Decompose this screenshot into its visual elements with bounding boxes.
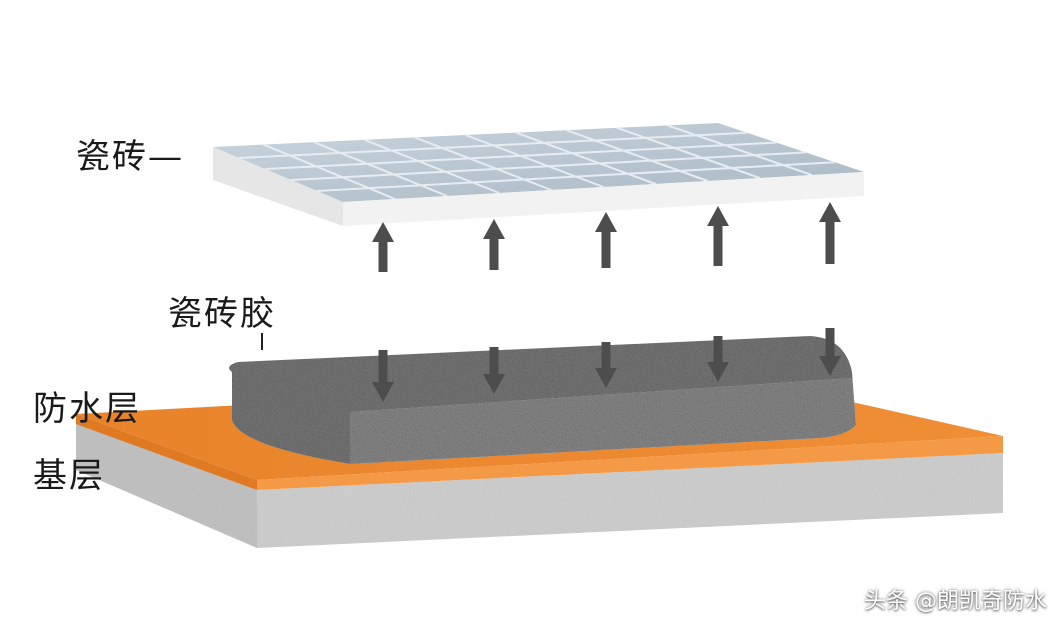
arrow-down-icon-shape: [595, 342, 617, 388]
arrow-down-icon: [483, 347, 505, 394]
waterproof-left-edge: [76, 414, 257, 490]
arrow-down-icon: [372, 350, 394, 402]
waterproof-front-edge: [257, 436, 1003, 490]
arrow-down-icon-shape: [819, 328, 841, 376]
arrow-down-icon: [595, 342, 617, 388]
arrows-down-group: [372, 328, 841, 402]
tile-front-face: [343, 172, 864, 226]
tile-grout-line: [667, 124, 813, 176]
tile-grout-line: [316, 161, 835, 192]
arrow-up-icon-shape: [707, 206, 729, 266]
tile: [213, 123, 864, 226]
arrow-up-icon-shape: [595, 212, 617, 268]
tile-grout-line: [290, 151, 806, 181]
arrow-down-icon: [819, 328, 841, 376]
label-waterproof: 防水层: [33, 389, 141, 429]
adhesive-front-face: [350, 378, 856, 464]
base-front-face: [257, 453, 1003, 548]
arrow-up-icon: [372, 222, 394, 272]
tile-grout-line: [465, 134, 604, 188]
arrow-up-icon: [707, 206, 729, 266]
arrow-down-icon-shape: [707, 336, 729, 382]
arrow-up-icon: [595, 212, 617, 268]
arrow-up-icon-shape: [483, 219, 505, 270]
arrow-up-icon-shape: [372, 222, 394, 272]
tile-grout-line: [566, 129, 709, 182]
watermark: 头条 @朗凯奇防水: [864, 589, 1047, 614]
base-layer: [76, 414, 1003, 548]
tile-left-face: [213, 147, 343, 226]
label-tile: 瓷砖—: [76, 137, 184, 177]
adhesive-leader-line: [261, 333, 263, 350]
arrow-up-icon: [483, 219, 505, 270]
arrow-down-icon-shape: [372, 350, 394, 402]
arrows-up-group: [372, 202, 841, 272]
label-base: 基层: [33, 456, 105, 496]
tile-grout-line: [515, 131, 656, 185]
tile-grout-lines: [238, 124, 835, 200]
arrow-down-icon-shape: [483, 347, 505, 394]
tile-grout-line: [313, 141, 448, 197]
label-adhesive: 瓷砖胶: [168, 294, 276, 334]
tile-grout-line: [238, 131, 748, 159]
tile-grout-line: [616, 126, 761, 179]
tile-grout-line: [264, 141, 777, 170]
arrow-down-icon: [707, 336, 729, 382]
arrow-up-icon: [819, 202, 841, 264]
tile-grout-line: [364, 138, 500, 194]
tile-grout-line: [414, 136, 552, 191]
tile-grout-line: [263, 143, 396, 200]
base-left-face: [76, 414, 257, 548]
arrow-up-icon-shape: [819, 202, 841, 264]
